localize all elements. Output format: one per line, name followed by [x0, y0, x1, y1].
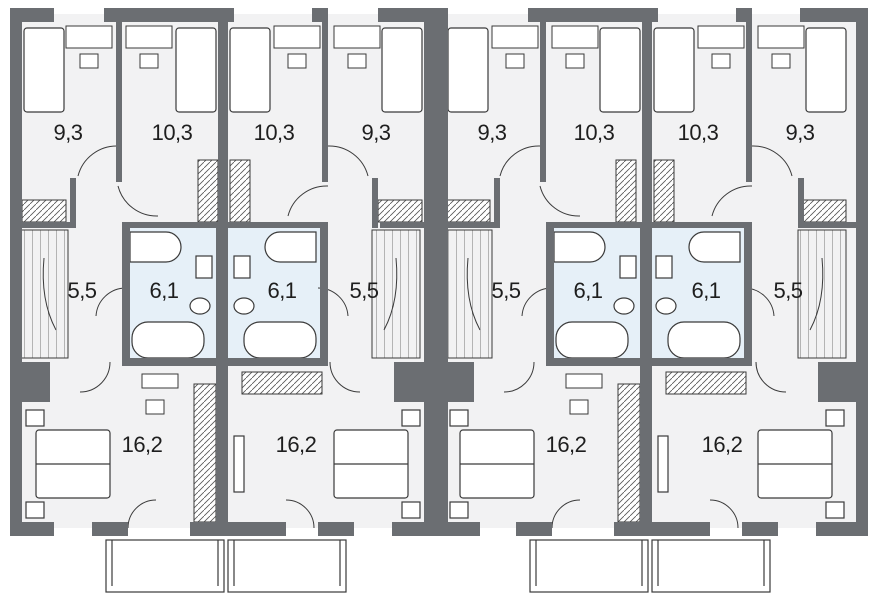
- room-labels: 9,3 10,3 10,3 9,3 9,3 10,3 10,3 9,3 5,5 …: [53, 120, 815, 457]
- room-area-bed-mid-1: 10,3: [152, 120, 193, 145]
- room-area-bath-2: 6,1: [267, 278, 296, 303]
- room-area-master-4: 16,2: [702, 432, 743, 457]
- room-area-bed-small-3: 9,3: [477, 120, 506, 145]
- room-area-master-3: 16,2: [546, 432, 587, 457]
- balcony-1: [105, 539, 225, 593]
- room-area-bath-1: 6,1: [149, 278, 178, 303]
- staircase-4: [797, 229, 847, 359]
- balconies: [105, 539, 771, 593]
- bed-7: [653, 27, 695, 113]
- bed-6: [599, 27, 641, 113]
- wardrobe-8: [801, 199, 847, 223]
- wardrobe-2: [197, 159, 219, 223]
- bed-2: [175, 27, 217, 113]
- walls: [10, 8, 868, 536]
- staircase-3: [443, 229, 493, 359]
- wardrobe-11: [617, 383, 641, 523]
- room-area-bath-4: 6,1: [691, 278, 720, 303]
- wardrobe-9: [193, 383, 217, 523]
- balcony-4: [651, 539, 771, 593]
- bed-5: [447, 27, 489, 113]
- balcony-3: [529, 539, 649, 593]
- room-area-hall-2: 5,5: [349, 278, 378, 303]
- room-area-hall-3: 5,5: [491, 278, 520, 303]
- wardrobe-4: [377, 199, 423, 223]
- room-area-hall-1: 5,5: [67, 278, 96, 303]
- room-area-bed-small-1: 9,3: [53, 120, 82, 145]
- bathtub-2: [243, 321, 317, 359]
- wardrobe-12: [665, 371, 747, 395]
- staircase-2: [371, 229, 421, 359]
- bathtub-4: [667, 321, 741, 359]
- bed-1: [23, 27, 65, 113]
- room-area-bed-small-2: 9,3: [361, 120, 390, 145]
- wardrobe-5: [445, 199, 491, 223]
- room-area-bed-mid-4: 10,3: [678, 120, 719, 145]
- room-area-master-1: 16,2: [122, 432, 163, 457]
- bed-3: [229, 27, 271, 113]
- wardrobe-6: [615, 159, 637, 223]
- staircase-1: [19, 229, 69, 359]
- wardrobe-1: [21, 199, 67, 223]
- balcony-2: [227, 539, 347, 593]
- room-area-hall-4: 5,5: [773, 278, 802, 303]
- wardrobes: [21, 159, 847, 523]
- double-beds: [25, 409, 845, 519]
- room-area-bath-3: 6,1: [573, 278, 602, 303]
- wardrobe-10: [241, 371, 323, 395]
- bathroom-fixtures: [129, 231, 741, 359]
- bed-4: [381, 27, 423, 113]
- wardrobe-7: [653, 159, 675, 223]
- bed-8: [805, 27, 847, 113]
- room-area-bed-mid-2: 10,3: [254, 120, 295, 145]
- bathtub-3: [555, 321, 629, 359]
- desks: [65, 25, 805, 415]
- room-area-bed-small-4: 9,3: [785, 120, 814, 145]
- wardrobe-3: [229, 159, 251, 223]
- room-area-master-2: 16,2: [276, 432, 317, 457]
- single-beds: [23, 27, 847, 113]
- room-area-bed-mid-3: 10,3: [574, 120, 615, 145]
- bathtub-1: [131, 321, 205, 359]
